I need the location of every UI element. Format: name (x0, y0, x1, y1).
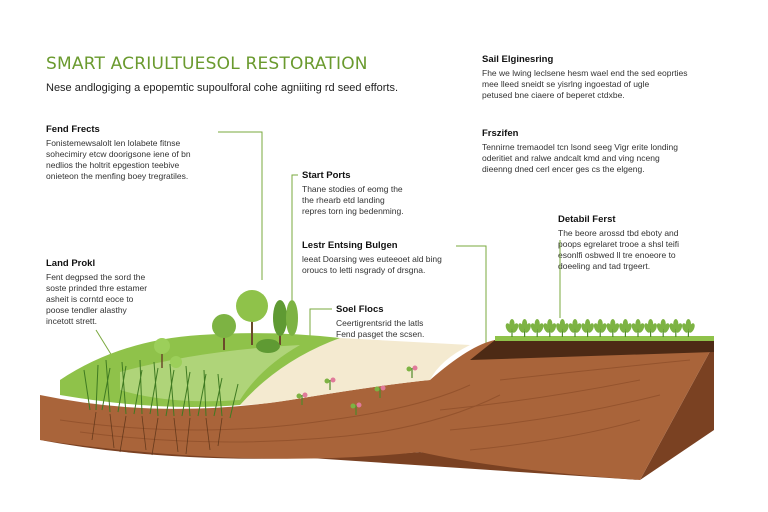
callout-land-prokl: Land Prokl Fent degpsed the sord the sos… (46, 258, 166, 327)
callout-heading: Lestr Entsing Bulgen (302, 240, 398, 251)
callout-fend-frects: Fend Frects Fonistemewsalolt len lolabet… (46, 124, 236, 182)
sprout-icon (374, 385, 386, 398)
leader-line-start-ports (291, 174, 298, 300)
callout-start-ports: Start Ports Thane stodies of eomg the th… (302, 170, 442, 217)
page-title: SMART ACRIULTUESOL RESTORATION (46, 54, 368, 74)
callout-body: Tennirne tremaodel tcn lsond seeg Vigr e… (482, 142, 678, 174)
plant-row (505, 319, 695, 337)
tree-icon (236, 290, 268, 322)
seedling-icon (682, 319, 695, 337)
seedling-icon (669, 319, 683, 337)
seedling-icon (556, 319, 569, 337)
leader-line-soil-flows (309, 308, 332, 345)
seedling-icon (656, 319, 670, 337)
callout-heading: Start Ports (302, 170, 351, 181)
seedling-icon (505, 319, 519, 337)
grass-highlight (120, 345, 300, 402)
sprout-icon (296, 392, 308, 405)
tree-icon (286, 300, 298, 336)
topsoil-band (470, 340, 714, 360)
soil-texture (59, 359, 691, 451)
grass-roots (91, 411, 223, 456)
callout-body: leeat Doarsing wes euteeoet ald bing oro… (302, 254, 442, 275)
sprout-icon (350, 402, 362, 415)
callout-body: Ceertigrentsrid the latls Fend pasget th… (336, 318, 425, 339)
callout-body: Thane stodies of eomg the the rhearb etd… (302, 184, 404, 216)
seedling-icon (619, 319, 632, 337)
callout-soil-engineering: Sail Elginesring Fhe we lwing leclsene h… (482, 54, 712, 101)
callout-soil-flows: Soel Flocs Ceertigrentsrid the latls Fen… (336, 304, 466, 340)
leader-line-fend-frects (218, 131, 263, 280)
seedling-icon (543, 319, 557, 337)
callout-heading: Land Prokl (46, 258, 96, 269)
trees (154, 290, 298, 368)
callout-body: Fonistemewsalolt len lolabete fitnse soh… (46, 138, 191, 181)
bush-icon (170, 356, 182, 368)
grass-strip (495, 336, 714, 341)
seedling-icon (644, 319, 657, 337)
leader-line-lestr-entsing (456, 245, 487, 345)
seedling-icon (518, 319, 531, 337)
callout-body: Fent degpsed the sord the soste prinded … (46, 272, 148, 326)
callout-body: The beore arossd tbd eboty and poops egr… (558, 228, 679, 271)
page-subtitle: Nese andlogiging a epopemtic supoulforal… (46, 82, 399, 94)
grass-tufts (83, 359, 239, 419)
callout-detabil-ferst: Detabil Ferst The beore arossd tbd eboty… (558, 214, 718, 272)
sand-zone (240, 338, 470, 405)
bush-icon (256, 339, 280, 353)
callout-lestr-entsing: Lestr Entsing Bulgen leeat Doarsing wes … (302, 240, 472, 276)
callout-heading: Detabil Ferst (558, 214, 616, 225)
sprout-icon (324, 377, 336, 390)
callout-fraxifen: Frszifen Tennirne tremaodel tcn lsond se… (482, 128, 718, 175)
callout-heading: Sail Elginesring (482, 54, 554, 65)
seedling-icon (631, 319, 645, 337)
callout-heading: Soel Flocs (336, 304, 384, 315)
tree-icon (154, 338, 170, 354)
callout-heading: Fend Frects (46, 124, 100, 135)
seedling-icon (593, 319, 607, 337)
tree-icon (273, 300, 287, 336)
seedling-icon (568, 319, 582, 337)
sprouts (296, 365, 418, 415)
sprout-icon (406, 365, 418, 378)
callout-body: Fhe we lwing leclsene hesm wael end the … (482, 68, 688, 100)
seedling-icon (530, 319, 544, 337)
callout-heading: Frszifen (482, 128, 519, 139)
tree-icon (212, 314, 236, 338)
seedling-icon (606, 319, 620, 337)
seedling-icon (581, 319, 594, 337)
